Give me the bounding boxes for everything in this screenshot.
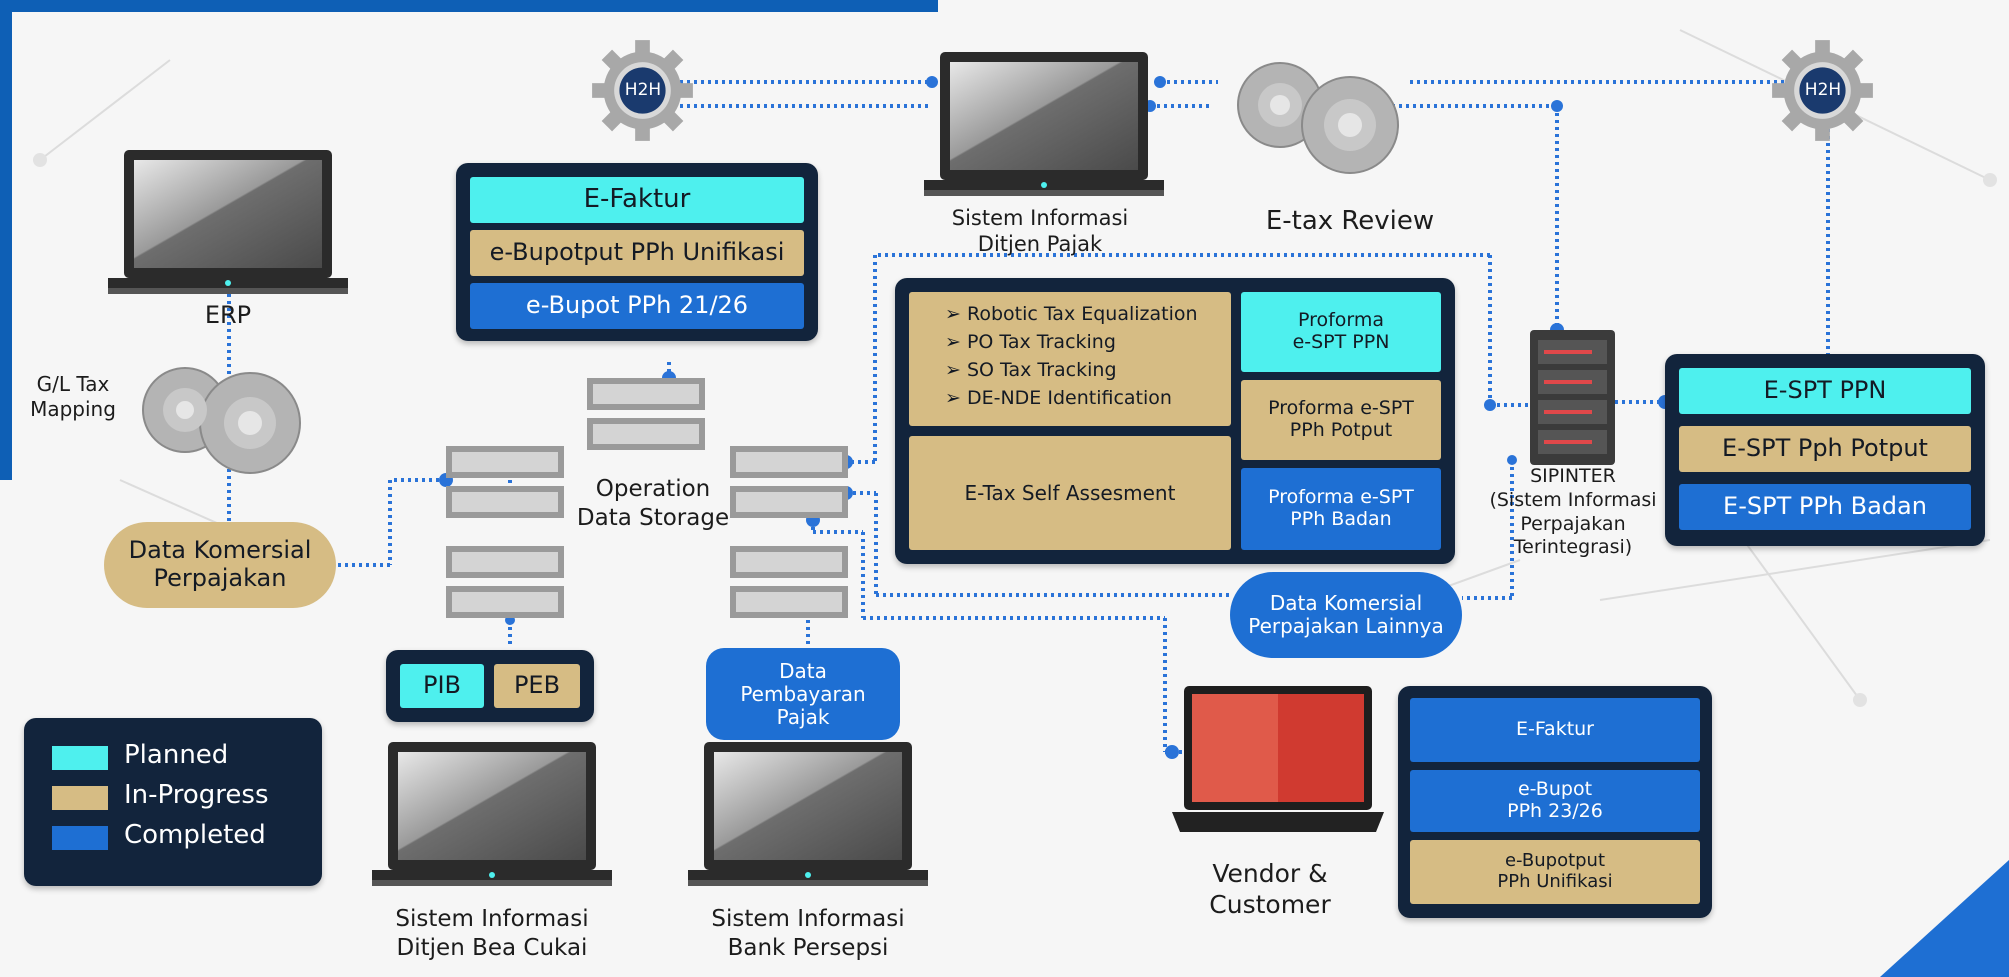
espt-badan-bar: E-SPT PPh Badan <box>1679 484 1971 530</box>
analytics-list: ➢ Robotic Tax Equalization ➢ PO Tax Trac… <box>909 300 1198 412</box>
laptop-icon <box>924 52 1164 196</box>
h2h-gear-icon <box>1772 40 1873 141</box>
gl-tax-mapping-label: G/L Tax Mapping <box>30 372 116 421</box>
h2h-gear-icon <box>592 40 693 141</box>
vendor-module-panel: E-Faktur e-Bupot PPh 23/26 e-Bupotput PP… <box>1398 686 1712 918</box>
self-assessment-box: E-Tax Self Assesment <box>909 436 1231 550</box>
laptop-icon <box>372 742 612 886</box>
vendor-ebupot-bar: e-Bupot PPh 23/26 <box>1410 770 1700 832</box>
bullet-so: ➢ SO Tax Tracking <box>945 359 1117 381</box>
server-icon <box>446 446 564 518</box>
espt-potput-bar: E-SPT Pph Potput <box>1679 426 1971 472</box>
sipinter-server-icon <box>1530 330 1615 465</box>
server-icon <box>446 546 564 618</box>
espt-panel: E-SPT PPN E-SPT Pph Potput E-SPT PPh Bad… <box>1665 354 1985 546</box>
data-komersial-perpajakan: Data Komersial Perpajakan <box>104 522 336 608</box>
bullet-po: ➢ PO Tax Tracking <box>945 331 1116 353</box>
ods-label: Operation Data Storage <box>576 476 730 531</box>
server-icon <box>730 446 848 518</box>
server-icon <box>587 378 705 450</box>
proforma-ppn-bar: Proforma e-SPT PPN <box>1241 292 1441 372</box>
legend-swatch-planned <box>52 746 108 770</box>
gear-icon <box>142 367 301 474</box>
h2h-label-left: H2H <box>624 80 662 100</box>
erp-label: ERP <box>204 301 252 329</box>
ebupot-bar: e-Bupot PPh 21/26 <box>470 283 804 329</box>
sibc-label: Sistem Informasi Ditjen Bea Cukai <box>395 906 589 961</box>
legend-swatch-completed <box>52 826 108 850</box>
vendor-label: Vendor & Customer <box>1209 859 1331 920</box>
laptop-icon <box>688 742 928 886</box>
legend: Planned In-Progress Completed <box>24 718 322 886</box>
pib-peb-panel: PIB PEB <box>386 650 594 722</box>
top-module-panel: E-Faktur e-Bupotput PPh Unifikasi e-Bupo… <box>456 163 818 341</box>
peb-bar: PEB <box>494 664 580 708</box>
legend-label-planned: Planned <box>124 740 229 770</box>
legend-label-completed: Completed <box>124 820 266 850</box>
data-pembayaran-pajak: Data Pembayaran Pajak <box>706 648 900 740</box>
server-icon <box>730 546 848 618</box>
center-module-panel: ➢ Robotic Tax Equalization ➢ PO Tax Trac… <box>895 278 1455 564</box>
laptop-icon <box>1172 686 1384 832</box>
sidjp-label: Sistem Informasi Ditjen Pajak <box>951 206 1129 257</box>
pib-bar: PIB <box>400 664 484 708</box>
data-komersial-lainnya: Data Komersial Perpajakan Lainnya <box>1230 572 1462 658</box>
efaktur-bar: E-Faktur <box>470 177 804 223</box>
analytics-box: ➢ Robotic Tax Equalization ➢ PO Tax Trac… <box>909 292 1231 426</box>
h2h-label-right: H2H <box>1804 80 1842 100</box>
proforma-potput-bar: Proforma e-SPT PPh Potput <box>1241 380 1441 460</box>
vendor-ebupotput-bar: e-Bupotput PPh Unifikasi <box>1410 840 1700 904</box>
laptop-icon <box>108 150 348 294</box>
proforma-badan-bar: Proforma e-SPT PPh Badan <box>1241 468 1441 550</box>
gear-icon <box>1237 62 1399 174</box>
sibp-label: Sistem Informasi Bank Persepsi <box>711 906 905 961</box>
sipinter-label: SIPINTER (Sistem Informasi Perpajakan Te… <box>1489 465 1657 559</box>
espt-ppn-bar: E-SPT PPN <box>1679 368 1971 414</box>
ebupotput-bar: e-Bupotput PPh Unifikasi <box>470 230 804 276</box>
bullet-de-nde: ➢ DE-NDE Identification <box>945 387 1172 409</box>
vendor-efaktur-bar: E-Faktur <box>1410 698 1700 762</box>
bullet-robotic: ➢ Robotic Tax Equalization <box>945 303 1198 325</box>
etax-review-label: E-tax Review <box>1265 206 1435 236</box>
legend-label-in-progress: In-Progress <box>124 780 269 810</box>
legend-swatch-in-progress <box>52 786 108 810</box>
